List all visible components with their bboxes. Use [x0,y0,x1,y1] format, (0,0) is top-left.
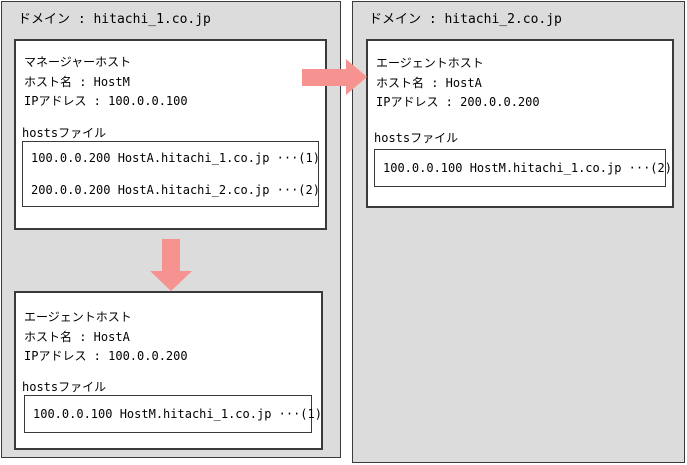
arrow-shaft [302,69,347,86]
hosts-file-label: hostsファイル [22,126,107,140]
host-role-label: エージェントホスト [24,310,132,324]
domain-title-hitachi2: ドメイン : hitachi_2.co.jp [369,12,562,27]
host-name-label: ホスト名 : HostA [376,76,482,90]
ip-address-label: IPアドレス : 100.0.0.200 [24,349,188,363]
arrow-head [150,271,192,291]
hosts-file-label: hostsファイル [374,131,459,145]
agent-host-box-remote: エージェントホスト ホスト名 : HostA IPアドレス : 200.0.0.… [366,39,674,208]
hosts-file-entry: 100.0.0.200 HostA.hitachi_1.co.jp ···(1) [31,151,320,165]
ip-address-label: IPアドレス : 100.0.0.100 [24,94,188,108]
domain-title-hitachi1: ドメイン : hitachi_1.co.jp [18,12,211,27]
hosts-file-entry: 100.0.0.100 HostM.hitachi_1.co.jp ···(1) [33,407,322,421]
host-role-label: マネージャーホスト [24,55,132,69]
hosts-file-label: hostsファイル [22,380,107,394]
agent-host-box-local: エージェントホスト ホスト名 : HostA IPアドレス : 100.0.0.… [14,291,323,450]
manager-host-box: マネージャーホスト ホスト名 : HostM IPアドレス : 100.0.0.… [14,39,327,230]
host-name-label: ホスト名 : HostM [24,75,130,89]
hosts-file-box: 100.0.0.100 HostM.hitachi_1.co.jp ···(1) [24,395,322,433]
arrow-head [346,59,367,95]
ip-address-label: IPアドレス : 200.0.0.200 [376,95,540,109]
arrow-shaft [162,239,180,272]
host-role-label: エージェントホスト [376,56,484,70]
hosts-file-box: 100.0.0.200 HostA.hitachi_1.co.jp ···(1)… [22,141,320,207]
hosts-file-entry: 200.0.0.200 HostA.hitachi_2.co.jp ···(2) [31,183,320,197]
hosts-file-entry: 100.0.0.100 HostM.hitachi_1.co.jp ···(2) [383,161,672,175]
host-name-label: ホスト名 : HostA [24,330,130,344]
hosts-file-box: 100.0.0.100 HostM.hitachi_1.co.jp ···(2) [374,149,672,187]
